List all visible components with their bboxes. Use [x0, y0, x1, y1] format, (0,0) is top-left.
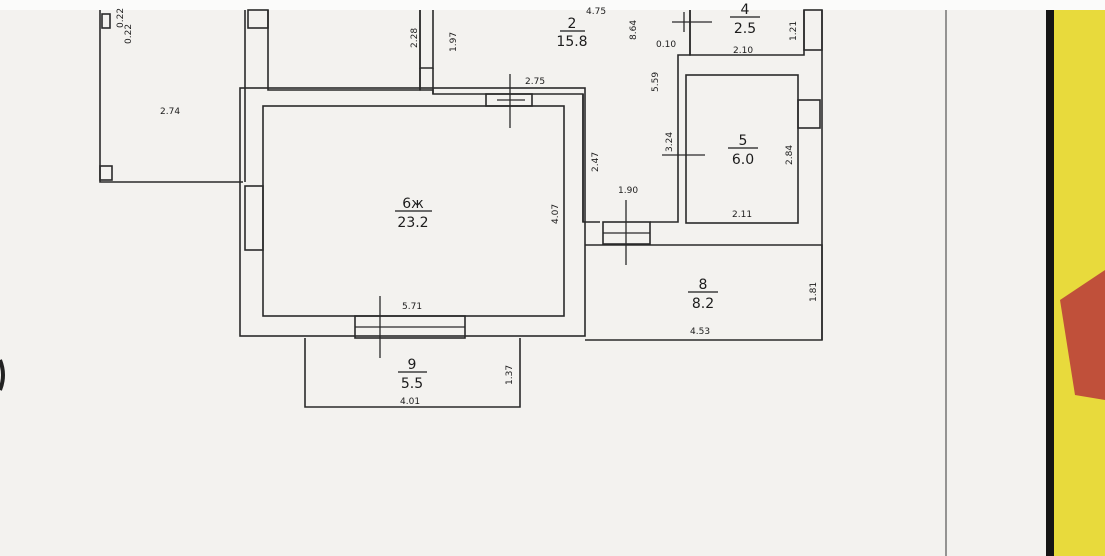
top-margin	[0, 0, 1105, 10]
dim-0-22-b: 0.22	[124, 24, 134, 44]
dim-5-59: 5.59	[651, 72, 661, 92]
room-6-area: 23.2	[397, 215, 428, 231]
dim-4-01: 4.01	[400, 397, 420, 407]
dim-1-37: 1.37	[505, 365, 515, 385]
room-9-walls	[304, 338, 521, 408]
binder-mark	[0, 359, 5, 391]
left-room	[99, 10, 243, 183]
room-8-number: 8	[699, 277, 708, 293]
fraction-bars	[395, 16, 760, 373]
dim-1-21: 1.21	[789, 21, 799, 41]
room-5-number: 5	[739, 133, 748, 149]
room-4-area: 2.5	[734, 21, 756, 37]
room-2-number: 2	[568, 16, 577, 32]
dim-2-84: 2.84	[785, 145, 795, 165]
room-9-area: 5.5	[401, 376, 423, 392]
dim-0-10: 0.10	[656, 40, 676, 50]
dim-5-71: 5.71	[402, 302, 422, 312]
dim-3-24: 3.24	[665, 132, 675, 152]
room-5-area: 6.0	[732, 152, 754, 168]
red-object	[1060, 270, 1105, 400]
dim-2-11: 2.11	[732, 210, 752, 220]
dim-2-10: 2.10	[733, 46, 753, 56]
dim-4-07: 4.07	[551, 204, 561, 224]
dim-8-64: 8.64	[629, 20, 639, 40]
room-4-number: 4	[741, 2, 750, 18]
dim-2-47: 2.47	[591, 152, 601, 172]
dim-1-90: 1.90	[618, 186, 638, 196]
table-edge	[1044, 0, 1054, 556]
dim-2-28: 2.28	[410, 28, 420, 48]
dim-1-81: 1.81	[809, 282, 819, 302]
room-8-area: 8.2	[692, 296, 714, 312]
door-marks	[355, 12, 712, 358]
paper-sheet	[0, 0, 1046, 556]
dim-4-53: 4.53	[690, 327, 710, 337]
dim-2-75: 2.75	[525, 77, 545, 87]
room-6-number: 6ж	[402, 196, 424, 212]
dim-2-74: 2.74	[160, 107, 180, 117]
dim-4-75: 4.75	[586, 7, 606, 17]
room-2-area: 15.8	[556, 34, 587, 50]
dim-0-22-a: 0.22	[116, 8, 126, 28]
dim-1-97: 1.97	[449, 32, 459, 52]
room-9-number: 9	[408, 357, 417, 373]
